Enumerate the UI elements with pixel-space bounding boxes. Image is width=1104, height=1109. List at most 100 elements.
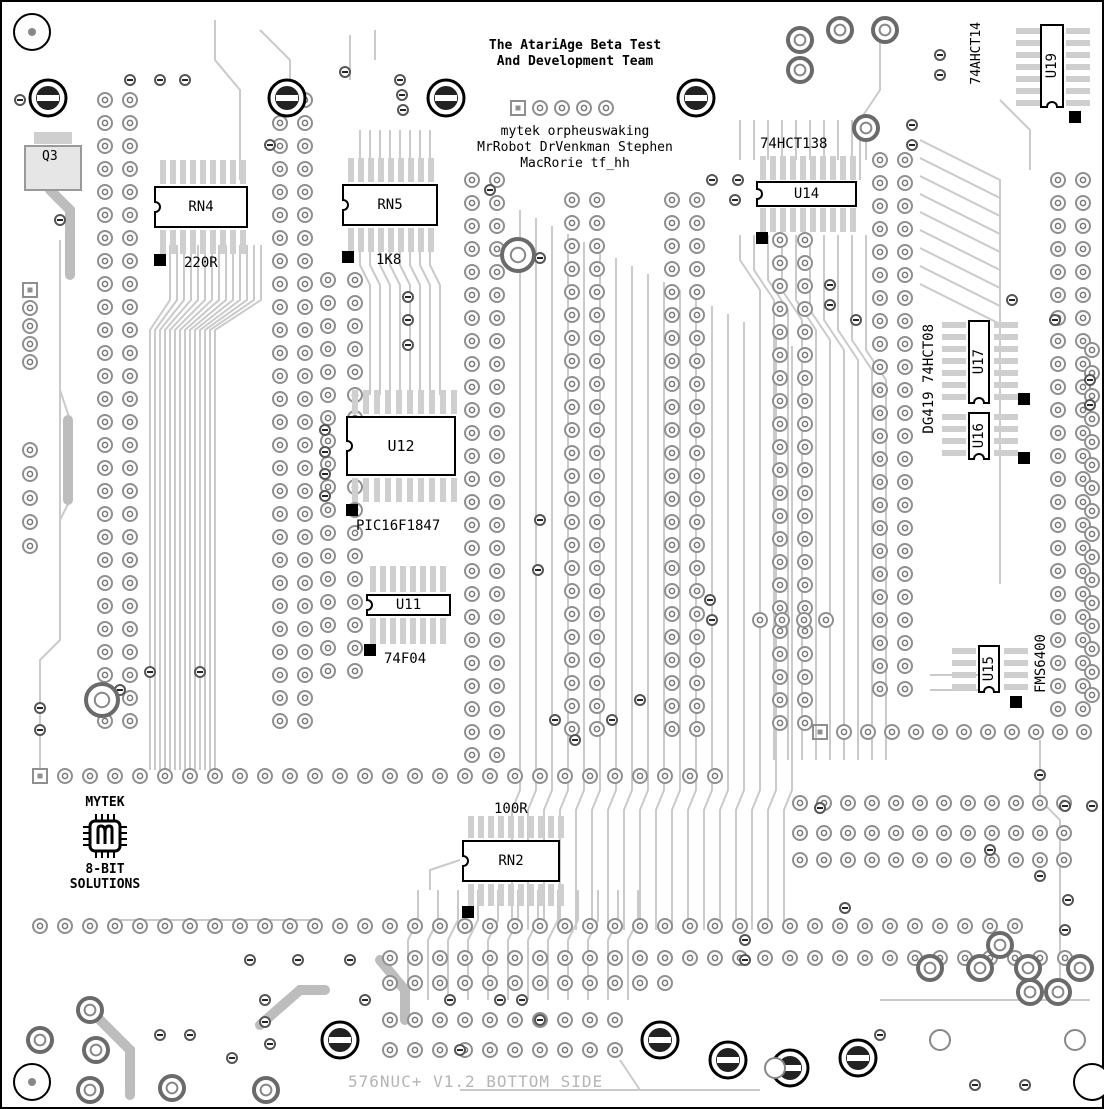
credits-line1: mytek orpheuswaking bbox=[500, 124, 650, 139]
round-pad-hole bbox=[126, 694, 134, 702]
mount-hole-top-left-center bbox=[28, 28, 36, 36]
round-pad-hole bbox=[876, 179, 884, 187]
round-pad-hole bbox=[1088, 346, 1096, 354]
round-pad-hole bbox=[901, 662, 909, 670]
round-pad-hole bbox=[876, 432, 884, 440]
round-pad-hole bbox=[776, 719, 784, 727]
smd-pad bbox=[780, 208, 786, 232]
trace-path bbox=[823, 120, 845, 760]
round-pad-hole bbox=[493, 176, 501, 184]
round-pad-hole bbox=[436, 772, 444, 780]
trace-path bbox=[179, 245, 213, 770]
trace-path bbox=[379, 240, 391, 395]
round-pad-hole bbox=[301, 142, 309, 150]
round-pad-hole bbox=[693, 633, 701, 641]
smd-pad bbox=[478, 816, 484, 838]
smd-pad bbox=[451, 478, 457, 502]
smd-pad bbox=[400, 618, 406, 644]
smd-pad bbox=[558, 816, 564, 838]
round-pad-hole bbox=[286, 772, 294, 780]
round-pad-hole bbox=[351, 345, 359, 353]
round-pad-hole bbox=[776, 673, 784, 681]
round-pad-hole bbox=[324, 506, 332, 514]
round-pad-hole bbox=[324, 322, 332, 330]
round-pad-hole bbox=[776, 443, 784, 451]
round-pad-hole bbox=[351, 299, 359, 307]
round-pad-hole bbox=[801, 512, 809, 520]
round-pad-hole bbox=[1079, 613, 1087, 621]
round-pad-hole bbox=[711, 772, 719, 780]
round-pad-hole bbox=[636, 954, 644, 962]
smd-pad bbox=[240, 160, 246, 184]
round-pad-hole bbox=[493, 406, 501, 414]
round-pad-hole bbox=[876, 662, 884, 670]
u19-notch bbox=[1046, 101, 1058, 108]
credits-line2: MrRobot DrVenkman Stephen bbox=[477, 140, 673, 155]
mytek-logo: MYTEK 8-BIT SOLUTIONS bbox=[52, 795, 158, 892]
round-pad-hole bbox=[801, 489, 809, 497]
trace-path bbox=[783, 346, 793, 930]
smd-pad bbox=[348, 228, 354, 252]
round-pad-hole bbox=[776, 351, 784, 359]
smd-pad bbox=[210, 230, 216, 254]
round-pad-hole bbox=[801, 673, 809, 681]
team-title-line2: And Development Team bbox=[496, 54, 654, 69]
round-pad-hole bbox=[876, 409, 884, 417]
smd-pad bbox=[538, 884, 544, 906]
round-pad-hole bbox=[844, 856, 852, 864]
round-pad-hole bbox=[611, 922, 619, 930]
round-pad-hole bbox=[126, 510, 134, 518]
trace-path bbox=[627, 890, 639, 1000]
round-pad-hole bbox=[886, 954, 894, 962]
smd-pad bbox=[840, 156, 846, 180]
round-pad-hole bbox=[901, 317, 909, 325]
round-pad-hole bbox=[901, 386, 909, 394]
round-pad-hole bbox=[668, 587, 676, 595]
smd-pad bbox=[440, 618, 446, 644]
trace-path bbox=[39, 240, 61, 770]
smd-pad bbox=[830, 156, 836, 180]
round-pad-hole bbox=[776, 627, 784, 635]
round-pad-hole bbox=[301, 349, 309, 357]
round-pad-hole bbox=[668, 564, 676, 572]
round-pad-hole bbox=[586, 1016, 594, 1024]
round-pad-hole bbox=[468, 498, 476, 506]
round-pad-hole bbox=[311, 772, 319, 780]
round-pad-hole bbox=[593, 196, 601, 204]
round-pad-hole bbox=[493, 360, 501, 368]
round-pad-hole bbox=[1088, 484, 1096, 492]
round-pad-hole bbox=[1079, 590, 1087, 598]
round-pad-hole bbox=[1012, 856, 1020, 864]
round-pad-hole bbox=[668, 656, 676, 664]
round-pad-hole bbox=[776, 489, 784, 497]
trace-path bbox=[859, 20, 881, 180]
trace-path bbox=[567, 890, 579, 1000]
round-pad-hole bbox=[876, 271, 884, 279]
round-pad-hole bbox=[468, 636, 476, 644]
smd-pad-rows bbox=[34, 28, 1090, 918]
round-pad-hole bbox=[276, 556, 284, 564]
power-trace bbox=[255, 985, 330, 1030]
rn2-notch bbox=[462, 855, 469, 867]
smd-pad bbox=[790, 156, 796, 180]
round-pad-hole bbox=[411, 1016, 419, 1024]
round-pad-hole bbox=[876, 524, 884, 532]
rn4-notch bbox=[154, 201, 161, 213]
pcb-thick-traces bbox=[45, 185, 410, 1100]
round-pad-hole bbox=[536, 979, 544, 987]
smd-pad bbox=[352, 478, 358, 502]
round-pad-hole bbox=[111, 922, 119, 930]
smd-pad bbox=[407, 478, 413, 502]
round-pad-hole bbox=[1079, 314, 1087, 322]
logo-bottom-line2: SOLUTIONS bbox=[69, 877, 141, 892]
round-pad-hole bbox=[886, 922, 894, 930]
smd-pad bbox=[994, 322, 1018, 328]
round-pad-hole bbox=[1088, 622, 1096, 630]
round-pad-hole bbox=[593, 403, 601, 411]
round-pad-hole bbox=[1054, 659, 1062, 667]
round-pad-hole bbox=[796, 829, 804, 837]
large-pad-1-hole bbox=[509, 246, 527, 264]
round-pad-hole bbox=[468, 337, 476, 345]
smd-pad bbox=[388, 228, 394, 252]
round-pad-hole bbox=[811, 922, 819, 930]
